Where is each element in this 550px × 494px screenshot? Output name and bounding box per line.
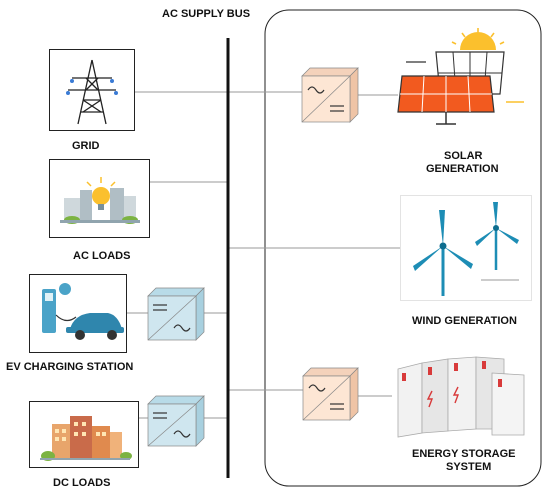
solar-label-line2: GENERATION	[426, 163, 499, 175]
grid-label: GRID	[72, 140, 100, 152]
ev-label: EV CHARGING STATION	[6, 361, 134, 373]
dc-loads-image	[29, 401, 139, 468]
ac-loads-image	[49, 159, 150, 238]
ev-charger-car-icon	[42, 283, 124, 340]
connectors	[126, 91, 400, 419]
ac-supply-bus-title: AC SUPPLY BUS	[162, 8, 251, 20]
buildings-icon	[40, 416, 132, 461]
wind-label: WIND GENERATION	[412, 315, 517, 327]
transmission-tower-icon	[66, 59, 118, 125]
wind-turbine-icon	[413, 202, 519, 296]
storage-converter-icon	[302, 367, 359, 421]
solar-label-line1: SOLAR	[444, 150, 483, 162]
wind-image	[400, 195, 532, 301]
storage-label-line1: ENERGY STORAGE	[412, 448, 516, 460]
ev-converter-icon	[147, 287, 205, 341]
storage-image	[392, 355, 530, 439]
dc-loads-label: DC LOADS	[53, 477, 111, 489]
solar-image	[396, 28, 530, 132]
solar-converter-icon	[301, 67, 359, 123]
battery-rack-icon	[397, 356, 525, 438]
grid-image	[49, 49, 135, 131]
ev-image	[29, 274, 127, 353]
city-lightbulb-icon	[60, 177, 140, 224]
solar-panel-sun-icon	[397, 28, 524, 125]
storage-label-line2: SYSTEM	[446, 461, 492, 473]
dcloads-converter-icon	[147, 395, 205, 447]
ac-loads-label: AC LOADS	[73, 250, 131, 262]
